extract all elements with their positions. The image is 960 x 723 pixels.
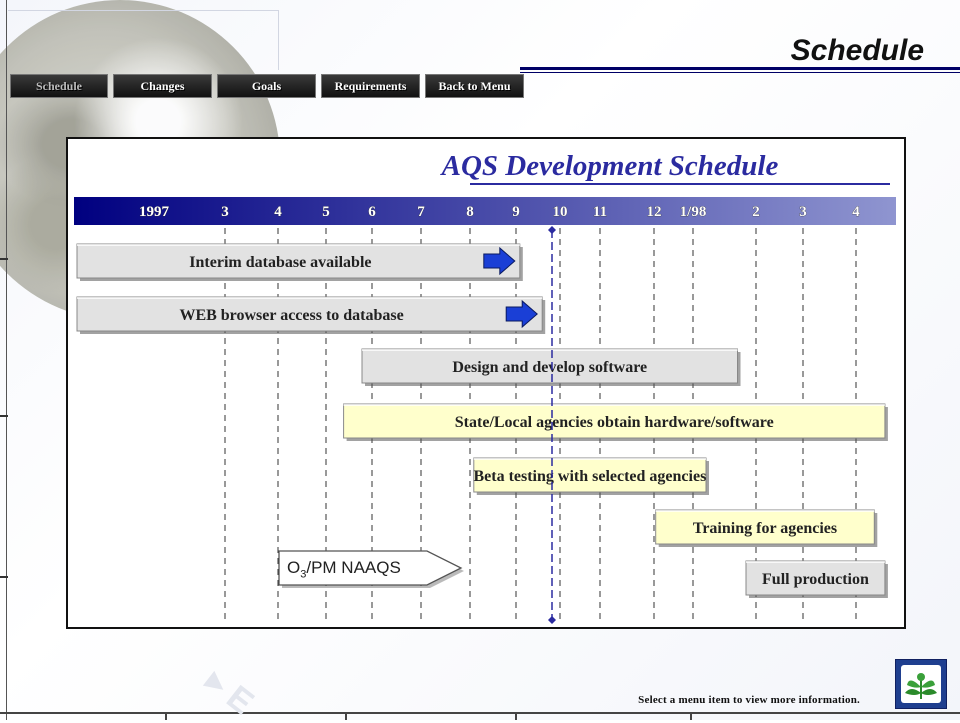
axis-tick-label: 1/98 bbox=[680, 204, 707, 220]
axis-tick-label: 8 bbox=[466, 204, 474, 220]
task-label: Design and develop software bbox=[452, 359, 647, 376]
task-label: Beta testing with selected agencies bbox=[473, 468, 706, 485]
axis-tick-label: 10 bbox=[553, 204, 568, 220]
bottom-tick bbox=[165, 712, 167, 720]
task-bar-body bbox=[76, 296, 543, 332]
flower-icon bbox=[905, 673, 937, 699]
axis-tick-label: 11 bbox=[593, 204, 607, 220]
task-label: State/Local agencies obtain hardware/sof… bbox=[455, 414, 774, 431]
task-bar-body bbox=[745, 560, 886, 596]
naaqs-rest: /PM NAAQS bbox=[306, 558, 401, 577]
frame-line bbox=[278, 10, 279, 70]
axis-tick-label: 5 bbox=[322, 204, 330, 220]
bottom-tick bbox=[690, 712, 692, 720]
timeline-band bbox=[74, 197, 896, 225]
page-title: Schedule bbox=[790, 34, 924, 67]
bottom-tick bbox=[345, 712, 347, 720]
chart-title-rule bbox=[470, 183, 890, 185]
task-bar: State/Local agencies obtain hardware/sof… bbox=[343, 403, 888, 441]
bottom-rule bbox=[0, 712, 960, 714]
axis-tick-label: 9 bbox=[512, 204, 520, 220]
axis-tick-label: 4 bbox=[852, 204, 860, 220]
naaqs-callout bbox=[278, 550, 464, 588]
axis-tick-label: 6 bbox=[368, 204, 376, 220]
naaqs-o: O bbox=[287, 558, 301, 577]
nav-schedule-button[interactable]: Schedule bbox=[10, 74, 108, 98]
title-rule bbox=[520, 67, 960, 70]
footer-note: Select a menu item to view more informat… bbox=[638, 694, 860, 706]
axis-tick-label: 12 bbox=[647, 204, 662, 220]
nav-requirements-button[interactable]: Requirements bbox=[321, 74, 420, 98]
axis-tick-label: 2 bbox=[752, 204, 760, 220]
arrow-right-icon bbox=[483, 246, 516, 276]
edge-tick bbox=[0, 576, 8, 578]
task-bar-body bbox=[655, 509, 875, 545]
axis-tick-label: 1997 bbox=[139, 204, 170, 220]
edge-tick bbox=[0, 415, 8, 417]
task-bar-body bbox=[343, 403, 886, 439]
naaqs-label: O3/PM NAAQS bbox=[287, 558, 401, 580]
task-bar: Full production bbox=[745, 560, 888, 598]
chart-title: AQS Development Schedule bbox=[441, 150, 779, 182]
task-label: Full production bbox=[762, 571, 869, 588]
task-label: Interim database available bbox=[189, 254, 371, 271]
naaqs-sub: 3 bbox=[300, 568, 307, 581]
nav-goals-button[interactable]: Goals bbox=[217, 74, 316, 98]
title-rule bbox=[520, 72, 960, 73]
today-marker-top-diamond bbox=[548, 226, 556, 234]
edge-tick bbox=[0, 258, 8, 260]
task-label: Training for agencies bbox=[693, 520, 837, 537]
nav-back-to-menu-button[interactable]: Back to Menu bbox=[425, 74, 524, 98]
task-bar-body bbox=[361, 348, 738, 384]
arrow-right-icon bbox=[505, 299, 538, 329]
logo-inner bbox=[901, 665, 941, 703]
task-bar: Training for agencies bbox=[655, 509, 878, 547]
axis-tick-label: 3 bbox=[221, 204, 229, 220]
nav-changes-button[interactable]: Changes bbox=[113, 74, 212, 98]
axis-tick-label: 4 bbox=[274, 204, 282, 220]
task-bar: Interim database available bbox=[76, 243, 523, 281]
axis-tick-label: 3 bbox=[799, 204, 807, 220]
axis-tick-label: 7 bbox=[417, 204, 425, 220]
task-bar-body bbox=[76, 243, 521, 279]
task-bar: WEB browser access to database bbox=[76, 296, 546, 334]
task-bar: Beta testing with selected agencies bbox=[473, 457, 709, 495]
task-bar-body bbox=[473, 457, 707, 493]
task-label: WEB browser access to database bbox=[179, 307, 403, 324]
frame-line bbox=[8, 10, 278, 11]
epa-flower-logo-icon[interactable] bbox=[895, 659, 947, 709]
left-rule bbox=[6, 0, 7, 720]
today-marker-bottom-diamond bbox=[548, 616, 556, 624]
bottom-tick bbox=[515, 712, 517, 720]
nav-bar: Schedule Changes Goals Requirements Back… bbox=[10, 74, 524, 100]
